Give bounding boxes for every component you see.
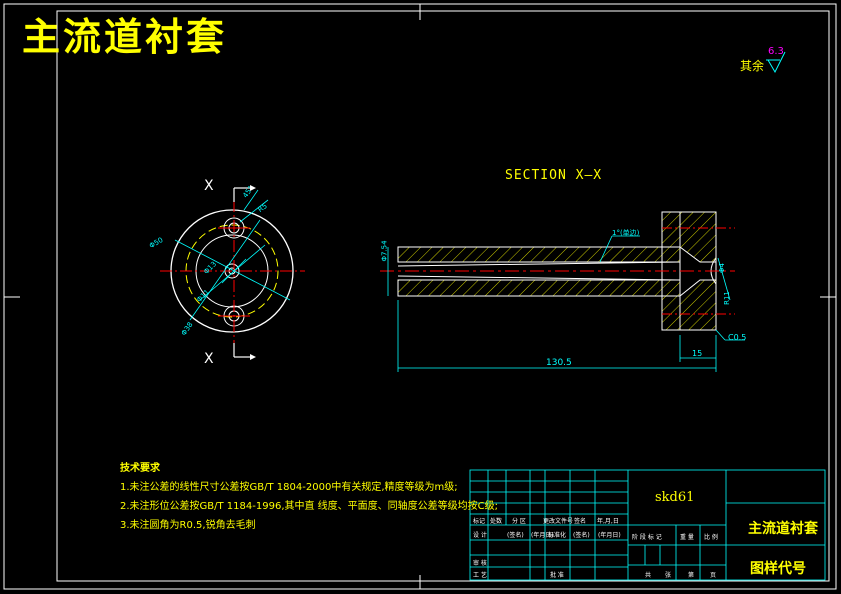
tb-left-row: 工 艺 xyxy=(473,572,487,579)
dim-flange: 15 xyxy=(692,349,703,358)
tb-row-label: 年,月,日 xyxy=(597,518,619,525)
title-block xyxy=(469,469,826,581)
tb-sign: (签名) xyxy=(507,532,524,539)
tb-sheet: 张 xyxy=(665,572,672,579)
dim-chamfer: C0.5 xyxy=(728,333,747,342)
dim-length: 130.5 xyxy=(546,358,572,368)
drawing-title: 主流道衬套 xyxy=(22,15,228,59)
tb-sheet: 页 xyxy=(710,572,717,579)
tech-req-item: 2.未注形位公差按GB/T 1184-1996,其中直 线度、平面度、同轴度公差… xyxy=(120,501,499,512)
tech-req-heading: 技术要求 xyxy=(120,463,160,474)
tb-sheet: 共 xyxy=(645,572,652,579)
cut-marker-bottom: X xyxy=(204,351,214,367)
tb-sign: 标准化 xyxy=(548,532,567,539)
tb-sheet: 第 xyxy=(688,572,695,579)
dim-d754: Φ7.54 xyxy=(380,240,389,262)
roughness-label: 其余 xyxy=(740,59,765,73)
tb-row-label: 处数 xyxy=(490,518,503,525)
tb-row-label: 分 区 xyxy=(512,518,526,525)
roughness-symbol xyxy=(766,51,786,74)
tb-sign: (年月日) xyxy=(531,532,554,539)
tech-requirements: 技术要求 1.未注公差的线性尺寸公差按GB/T 1804-2000中有关规定,精… xyxy=(120,459,498,535)
tb-stage: 比 例 xyxy=(704,534,718,541)
tb-row-label: 签名 xyxy=(574,518,587,525)
centering-marks xyxy=(3,4,836,589)
tb-row-label: 更改文件号 xyxy=(543,518,574,525)
cut-marker-top: X xyxy=(204,178,214,194)
roughness-value: 6.3 xyxy=(768,46,784,57)
tech-req-item: 1.未注公差的线性尺寸公差按GB/T 1804-2000中有关规定,精度等级为m… xyxy=(120,482,458,493)
section-view xyxy=(380,211,745,372)
tb-sign: (年月日) xyxy=(598,532,621,539)
tb-stage: 阶 段 标 记 xyxy=(632,534,662,541)
tb-row-label: 标记 xyxy=(473,518,486,525)
tech-req-item: 3.未注圆角为R0.5,锐角去毛刺 xyxy=(120,520,256,531)
tb-stage: 重 量 xyxy=(680,534,694,541)
tb-sign: (签名) xyxy=(573,532,590,539)
dim-d4: Φ4 xyxy=(717,263,726,273)
tb-material: skd61 xyxy=(655,490,695,505)
tb-drawing-no: 图样代号 xyxy=(750,561,806,577)
tb-left-row: 设 计 xyxy=(473,532,487,539)
tb-approve: 批 准 xyxy=(550,572,564,579)
front-view xyxy=(160,185,305,360)
dim-taper: 1°(单边) xyxy=(612,229,640,237)
tb-left-row: 审 核 xyxy=(473,560,487,567)
tb-part-name: 主流道衬套 xyxy=(748,521,818,537)
section-label: SECTION X—X xyxy=(505,168,603,183)
dim-r11: R11 xyxy=(722,291,731,305)
inner-frame xyxy=(56,10,830,582)
